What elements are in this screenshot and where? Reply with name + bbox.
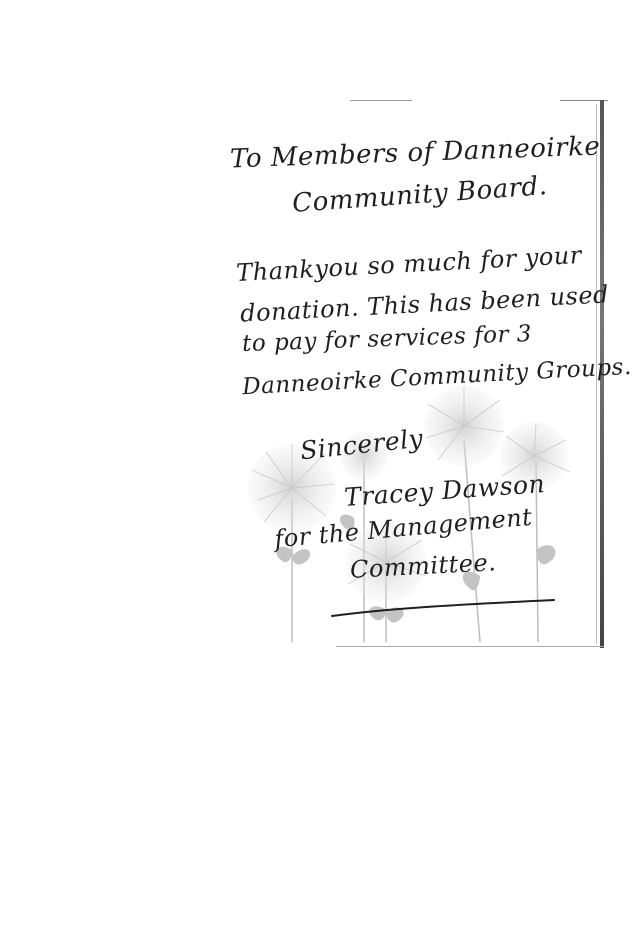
flower-strands — [251, 386, 571, 585]
salutation-line-2: Community Board. — [291, 171, 549, 219]
card-top-edge-right — [560, 100, 608, 101]
flower-illustration — [248, 386, 571, 643]
signature-underline — [331, 599, 555, 617]
card-bottom-edge — [336, 646, 604, 647]
salutation-line-1: To Members of Danneoirke — [229, 131, 601, 175]
card-right-inner-edge — [596, 104, 597, 644]
card-right-edge — [600, 100, 604, 648]
body-line-1: Thankyou so much for your — [235, 240, 583, 288]
body-line-2: donation. This has been used — [239, 280, 610, 328]
card-top-edge — [350, 100, 412, 101]
body-line-3: to pay for services for 3 — [241, 320, 533, 358]
